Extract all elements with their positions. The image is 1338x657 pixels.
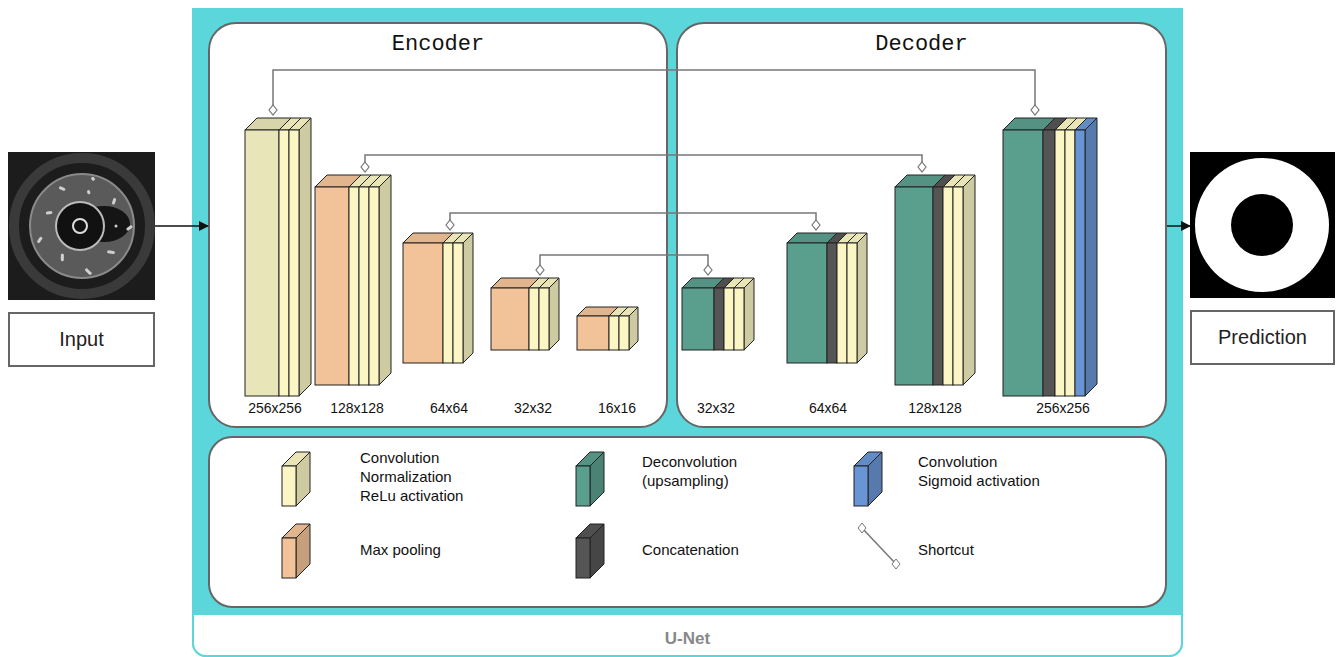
dimension-label: 32x32 [676,400,756,416]
stage-title: Encoder [210,32,666,57]
legend-swatch [574,522,634,582]
input-texture [85,268,88,271]
input-texture [49,211,52,214]
input-texture [92,178,95,181]
slab-side [590,452,604,506]
legend-swatch [852,450,912,510]
input-texture [37,240,40,243]
layer-slab [282,452,310,506]
input-texture [113,198,116,201]
legend-swatch [280,522,340,582]
prediction-ring [1195,158,1329,292]
input-ring [14,158,150,294]
input-texture [61,257,64,260]
dimension-label: 64x64 [788,400,868,416]
input-texture [88,271,91,274]
io-block: Prediction [1190,152,1335,365]
input-texture [107,250,110,253]
input-texture [61,258,64,261]
input-texture [87,270,90,273]
legend-shortcut-sample [856,522,906,572]
slab-front [854,466,868,506]
layer-slab [576,524,604,578]
legend-text: Convolution Normalization ReLu activatio… [360,448,490,505]
input-texture [59,186,62,189]
io-label: Prediction [1190,310,1335,365]
input-texture [111,251,114,254]
input-texture [48,211,51,214]
dimension-label: 16x16 [577,400,657,416]
layer-slab [854,452,882,506]
slab-front [576,538,590,578]
input-texture [109,251,112,254]
dimension-label: 256x256 [235,400,315,416]
slab-front [282,538,296,578]
input-texture [61,256,64,259]
input-texture [112,200,115,203]
unet-panel: U-Net Encoder Decoder [192,8,1183,657]
legend-swatch [280,450,340,510]
dimension-label: 64x64 [409,400,489,416]
io-label: Input [8,312,155,367]
input-texture [91,177,94,180]
input-texture [38,239,41,242]
legend-text: Concatenation [642,540,792,559]
input-texture [61,253,64,256]
input-texture [39,238,42,241]
input-texture [108,250,111,253]
dimension-label: 128x128 [317,400,397,416]
legend-text: Max pooling [360,540,510,559]
input-texture [112,201,115,204]
stage-box: Encoder [208,22,668,428]
slab-side [868,452,882,506]
input-pupil [56,202,104,250]
slab-side [590,524,604,578]
input-texture [89,272,92,275]
input-center [73,219,87,233]
slab-front [282,466,296,506]
slab-side [296,452,310,506]
legend-swatch [574,450,634,510]
input-texture [60,187,63,190]
stage-box: Decoder [676,22,1167,428]
layer-slab [576,452,604,506]
sample-end [858,523,866,533]
slab-front [576,466,590,506]
sample-end [892,559,900,569]
legend-text: Shortcut [918,540,1068,559]
sample-line [862,528,896,564]
input-disc [30,174,134,278]
input-texture [126,228,129,231]
prediction-hole [1231,194,1293,256]
input-texture [128,226,131,229]
input-texture [112,251,115,254]
input-texture [129,225,132,228]
input-texture [62,188,65,191]
dimension-label: 256x256 [1023,400,1103,416]
stage-title: Decoder [678,32,1165,57]
layer-slab [282,524,310,578]
slab-side [296,524,310,578]
input-texture [86,269,89,272]
prediction-image [1190,152,1335,298]
input-shadow [78,206,130,242]
input-texture [39,237,42,240]
input-image [8,152,155,300]
input-texture [127,227,130,230]
input-texture [87,190,90,193]
input-texture [87,191,90,194]
input-texture [46,212,49,215]
input-texture [61,255,64,258]
dimension-label: 128x128 [895,400,975,416]
input-texture [61,187,64,190]
input-texture [115,225,118,228]
io-block: Input [8,152,155,367]
dimension-label: 32x32 [493,400,573,416]
panel-title: U-Net [192,629,1183,649]
legend-text: Convolution Sigmoid activation [918,452,1048,490]
legend-text: Deconvolution (upsampling) [642,452,772,490]
input-texture [47,211,50,214]
input-texture [113,199,116,202]
